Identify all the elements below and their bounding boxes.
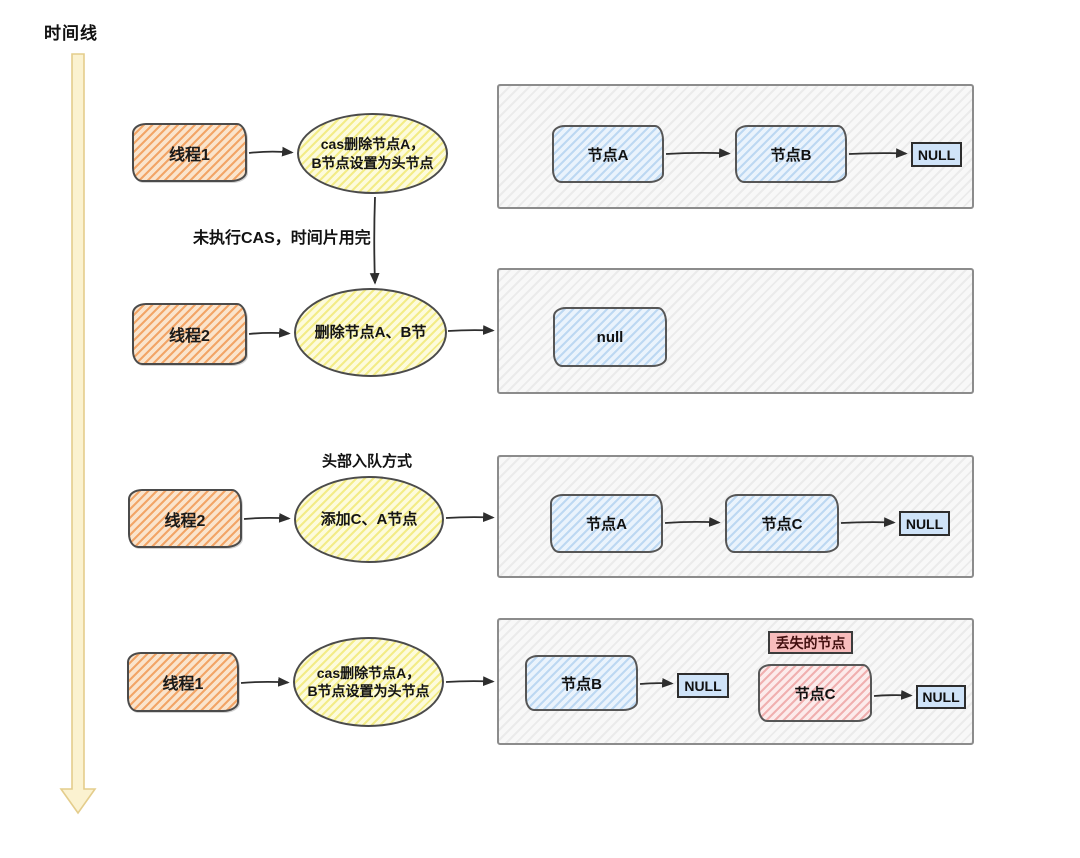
- action-ellipse-row4: cas删除节点A， B节点设置为头节点: [293, 637, 444, 727]
- action-ellipse-row1: cas删除节点A， B节点设置为头节点: [297, 113, 448, 194]
- arrow-thread1-to-action1: [248, 146, 294, 157]
- null-terminator-row4-c: NULL: [916, 685, 966, 709]
- arrow-action3-to-container3: [445, 512, 495, 522]
- node-b-row1: 节点B: [735, 125, 847, 183]
- note-head-enqueue: 头部入队方式: [322, 453, 413, 470]
- timeline-arrow: [59, 53, 97, 815]
- node-c-row4-lost: 节点C: [758, 664, 872, 722]
- arrow-action1-to-action2: [369, 196, 380, 285]
- node-c-row3: 节点C: [725, 494, 839, 553]
- arrow-action4-to-container4: [445, 676, 495, 687]
- action-ellipse-row3: 添加C、A节点: [294, 476, 444, 563]
- action-row1-line1: cas删除节点A，: [320, 136, 425, 153]
- action-row1-line2: B节点设置为头节点: [311, 154, 434, 171]
- null-terminator-row1: NULL: [911, 142, 962, 167]
- thread2-box-row2: 线程2: [132, 303, 247, 365]
- thread1-box-row4: 线程1: [127, 652, 239, 712]
- node-null-row2: null: [553, 307, 667, 367]
- action-row4-line1: cas删除节点A，: [316, 664, 421, 681]
- timeline-title: 时间线: [44, 24, 98, 43]
- node-a-row1: 节点A: [552, 125, 664, 183]
- arrow-action2-to-container2: [447, 325, 495, 335]
- node-a-row3: 节点A: [550, 494, 663, 553]
- lost-node-label: 丢失的节点: [768, 631, 853, 654]
- node-b-row4: 节点B: [525, 655, 638, 711]
- thread1-box-row1: 线程1: [132, 123, 247, 182]
- action-row4-line2: B节点设置为头节点: [307, 683, 430, 699]
- action-ellipse-row2: 删除节点A、B节: [294, 288, 447, 377]
- null-terminator-row4-b: NULL: [677, 673, 729, 698]
- arrow-thread1-to-action4: [240, 676, 290, 687]
- note-cas-not-executed: 未执行CAS，时间片用完: [193, 230, 371, 247]
- arrow-thread2-to-action2: [248, 327, 291, 338]
- null-terminator-row3: NULL: [899, 511, 950, 536]
- arrow-thread2-to-action3: [243, 512, 291, 523]
- thread2-box-row3: 线程2: [128, 489, 242, 548]
